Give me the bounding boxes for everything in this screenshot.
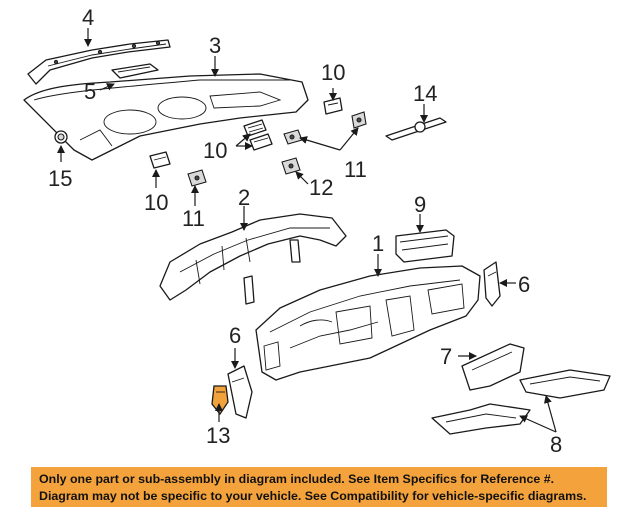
leader-lines <box>57 28 557 433</box>
disclaimer-line-2: Diagram may not be specific to your vehi… <box>39 489 587 503</box>
highlighted-part-13 <box>211 385 229 416</box>
callout-8: 8 <box>550 432 562 457</box>
callout-13: 13 <box>206 423 230 448</box>
bracket-rod-part <box>385 117 447 141</box>
parts-diagram: 4 3 5 15 10 10 10 11 11 12 14 2 9 1 6 6 … <box>23 5 611 457</box>
reinforcement-part <box>159 213 347 305</box>
trim-panel-part <box>461 343 525 391</box>
callout-14: 14 <box>413 81 437 106</box>
clip-part <box>187 111 367 187</box>
air-vent-part <box>149 97 343 169</box>
end-cap-part <box>227 261 501 419</box>
callout-4: 4 <box>82 5 94 30</box>
callout-1: 1 <box>372 231 384 256</box>
knob-part <box>54 130 68 144</box>
glove-box-part <box>395 229 455 263</box>
insulator-panel-part <box>431 369 611 435</box>
callout-6-a: 6 <box>518 272 530 297</box>
callout-labels: 4 3 5 15 10 10 10 11 11 12 14 2 9 1 6 6 … <box>48 5 562 457</box>
callout-10-a: 10 <box>203 138 227 163</box>
callout-7: 7 <box>440 344 452 369</box>
callout-10-b: 10 <box>144 190 168 215</box>
pad-insert-part <box>111 63 159 79</box>
upper-dash-pad-part <box>23 73 309 161</box>
callout-15: 15 <box>48 166 72 191</box>
defroster-grille-part <box>27 39 171 85</box>
disclaimer-banner: Only one part or sub-assembly in diagram… <box>31 467 607 507</box>
callout-3: 3 <box>209 33 221 58</box>
callout-6-b: 6 <box>229 323 241 348</box>
instrument-panel-part <box>255 265 481 381</box>
disclaimer-line-1: Only one part or sub-assembly in diagram… <box>39 472 555 486</box>
callout-5: 5 <box>84 79 96 104</box>
callout-11-a: 11 <box>344 157 367 182</box>
callout-10-c: 10 <box>321 60 345 85</box>
callout-9: 9 <box>414 192 426 217</box>
callout-11-b: 11 <box>182 206 205 231</box>
callout-12: 12 <box>309 175 333 200</box>
callout-2: 2 <box>238 185 250 210</box>
